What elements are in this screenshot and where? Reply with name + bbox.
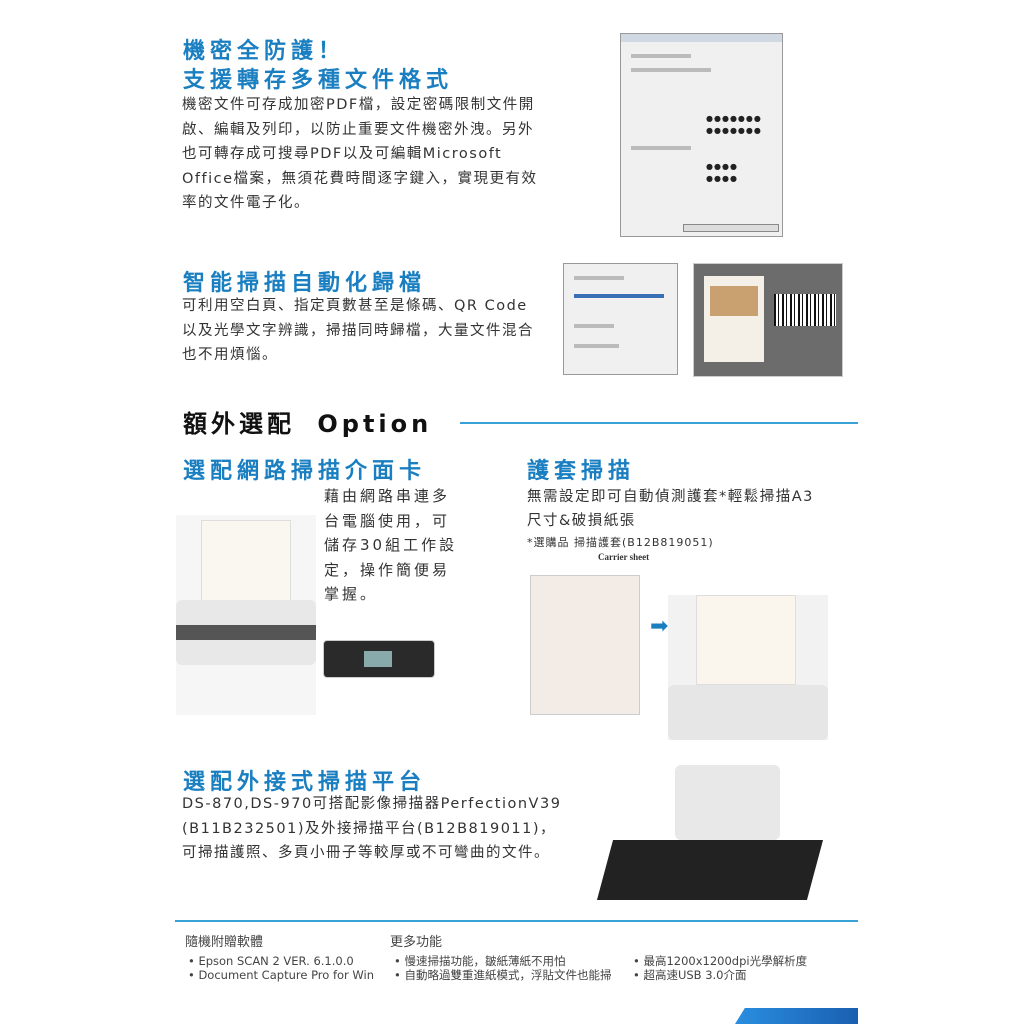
password-mask: ●●●●●●● bbox=[706, 114, 762, 123]
features-list-col2: • 最高1200x1200dpi光學解析度 • 超高速USB 3.0介面 bbox=[633, 954, 807, 982]
list-item: • 超高速USB 3.0介面 bbox=[633, 968, 747, 982]
section1-body: 機密文件可存成加密PDF檔，設定密碼限制文件開啟、編輯及列印，以防止重要文件機密… bbox=[182, 97, 538, 211]
footer-divider bbox=[175, 920, 858, 922]
flatbed-line1: DS-870,DS-970可搭配影像掃描器PerfectionV39 bbox=[182, 796, 562, 812]
options-title-cn: 額外選配 bbox=[183, 410, 295, 438]
network-body: 藉由網路串連多台電腦使用，可儲存30組工作設定，操作簡便易掌握。 bbox=[324, 487, 458, 603]
list-item-text: Epson SCAN 2 VER. 6.1.0.0 bbox=[198, 954, 354, 968]
corner-accent bbox=[735, 1008, 858, 1024]
list-item-text: 最高1200x1200dpi光學解析度 bbox=[643, 954, 808, 968]
software-list: • Epson SCAN 2 VER. 6.1.0.0 • Document C… bbox=[188, 954, 374, 982]
section1-title-line2: 支援轉存多種文件格式 bbox=[183, 68, 454, 93]
barcode-preview-image bbox=[693, 263, 843, 377]
list-item: • 最高1200x1200dpi光學解析度 bbox=[633, 954, 808, 968]
features-title: 更多功能 bbox=[390, 935, 443, 950]
list-item: • 慢速掃描功能，皺紙薄紙不用怕 bbox=[394, 954, 566, 968]
job-settings-dialog-image bbox=[563, 263, 678, 375]
list-item: • 自動略過雙重進紙模式，浮貼文件也能掃 bbox=[394, 968, 612, 982]
flatbed-title: 選配外接式掃描平台 bbox=[183, 770, 427, 795]
list-item-text: 超高速USB 3.0介面 bbox=[643, 968, 747, 982]
list-item-text: 自動略過雙重進紙模式，浮貼文件也能掃 bbox=[404, 968, 612, 982]
list-item: • Epson SCAN 2 VER. 6.1.0.0 bbox=[188, 954, 354, 968]
carrier-body-line1: 無需設定即可自動偵測護套*輕鬆掃描A3 bbox=[527, 489, 814, 505]
list-item-text: Document Capture Pro for Win bbox=[198, 968, 375, 982]
password-mask: ●●●● bbox=[706, 162, 738, 171]
carrier-body-line2: 尺寸&破損紙張 bbox=[527, 513, 636, 529]
flatbed-scanner-image bbox=[590, 765, 840, 905]
password-mask: ●●●● bbox=[706, 174, 738, 183]
carrier-note: *選購品 掃描護套(B12B819051) bbox=[527, 536, 714, 549]
software-title: 隨機附贈軟體 bbox=[185, 935, 264, 950]
scanner-image bbox=[176, 515, 316, 715]
section2-title: 智能掃描自動化歸檔 bbox=[183, 271, 427, 296]
flatbed-line2: (B11B232501)及外接掃描平台(B12B819011)， bbox=[182, 821, 557, 837]
network-interface-image bbox=[323, 640, 435, 678]
options-heading: 額外選配 Option bbox=[183, 404, 432, 439]
section1-title-line1: 機密全防護！ bbox=[183, 39, 346, 64]
carrier-title: 護套掃描 bbox=[527, 459, 636, 484]
list-item: • Document Capture Pro for Win bbox=[188, 968, 375, 982]
list-item-text: 慢速掃描功能，皺紙薄紙不用怕 bbox=[404, 954, 566, 968]
arrow-right-icon: ➡ bbox=[650, 614, 669, 639]
options-title-en: Option bbox=[317, 410, 433, 438]
scanner-with-carrier-image bbox=[668, 595, 828, 740]
section-divider bbox=[460, 422, 858, 424]
network-title: 選配網路掃描介面卡 bbox=[183, 459, 427, 484]
password-mask: ●●●●●●● bbox=[706, 126, 762, 135]
carrier-sheet-label: Carrier sheet bbox=[598, 552, 650, 562]
flatbed-line3: 可掃描護照、多頁小冊子等較厚或不可彎曲的文件。 bbox=[182, 845, 550, 861]
features-list-col1: • 慢速掃描功能，皺紙薄紙不用怕 • 自動略過雙重進紙模式，浮貼文件也能掃 bbox=[394, 954, 611, 982]
pdf-password-dialog-image: ●●●●●●● ●●●●●●● ●●●● ●●●● bbox=[620, 33, 783, 237]
section2-body: 可利用空白頁、指定頁數甚至是條碼、QR Code以及光學文字辨識，掃描同時歸檔，… bbox=[182, 298, 534, 363]
carrier-sheet-image bbox=[530, 575, 640, 715]
